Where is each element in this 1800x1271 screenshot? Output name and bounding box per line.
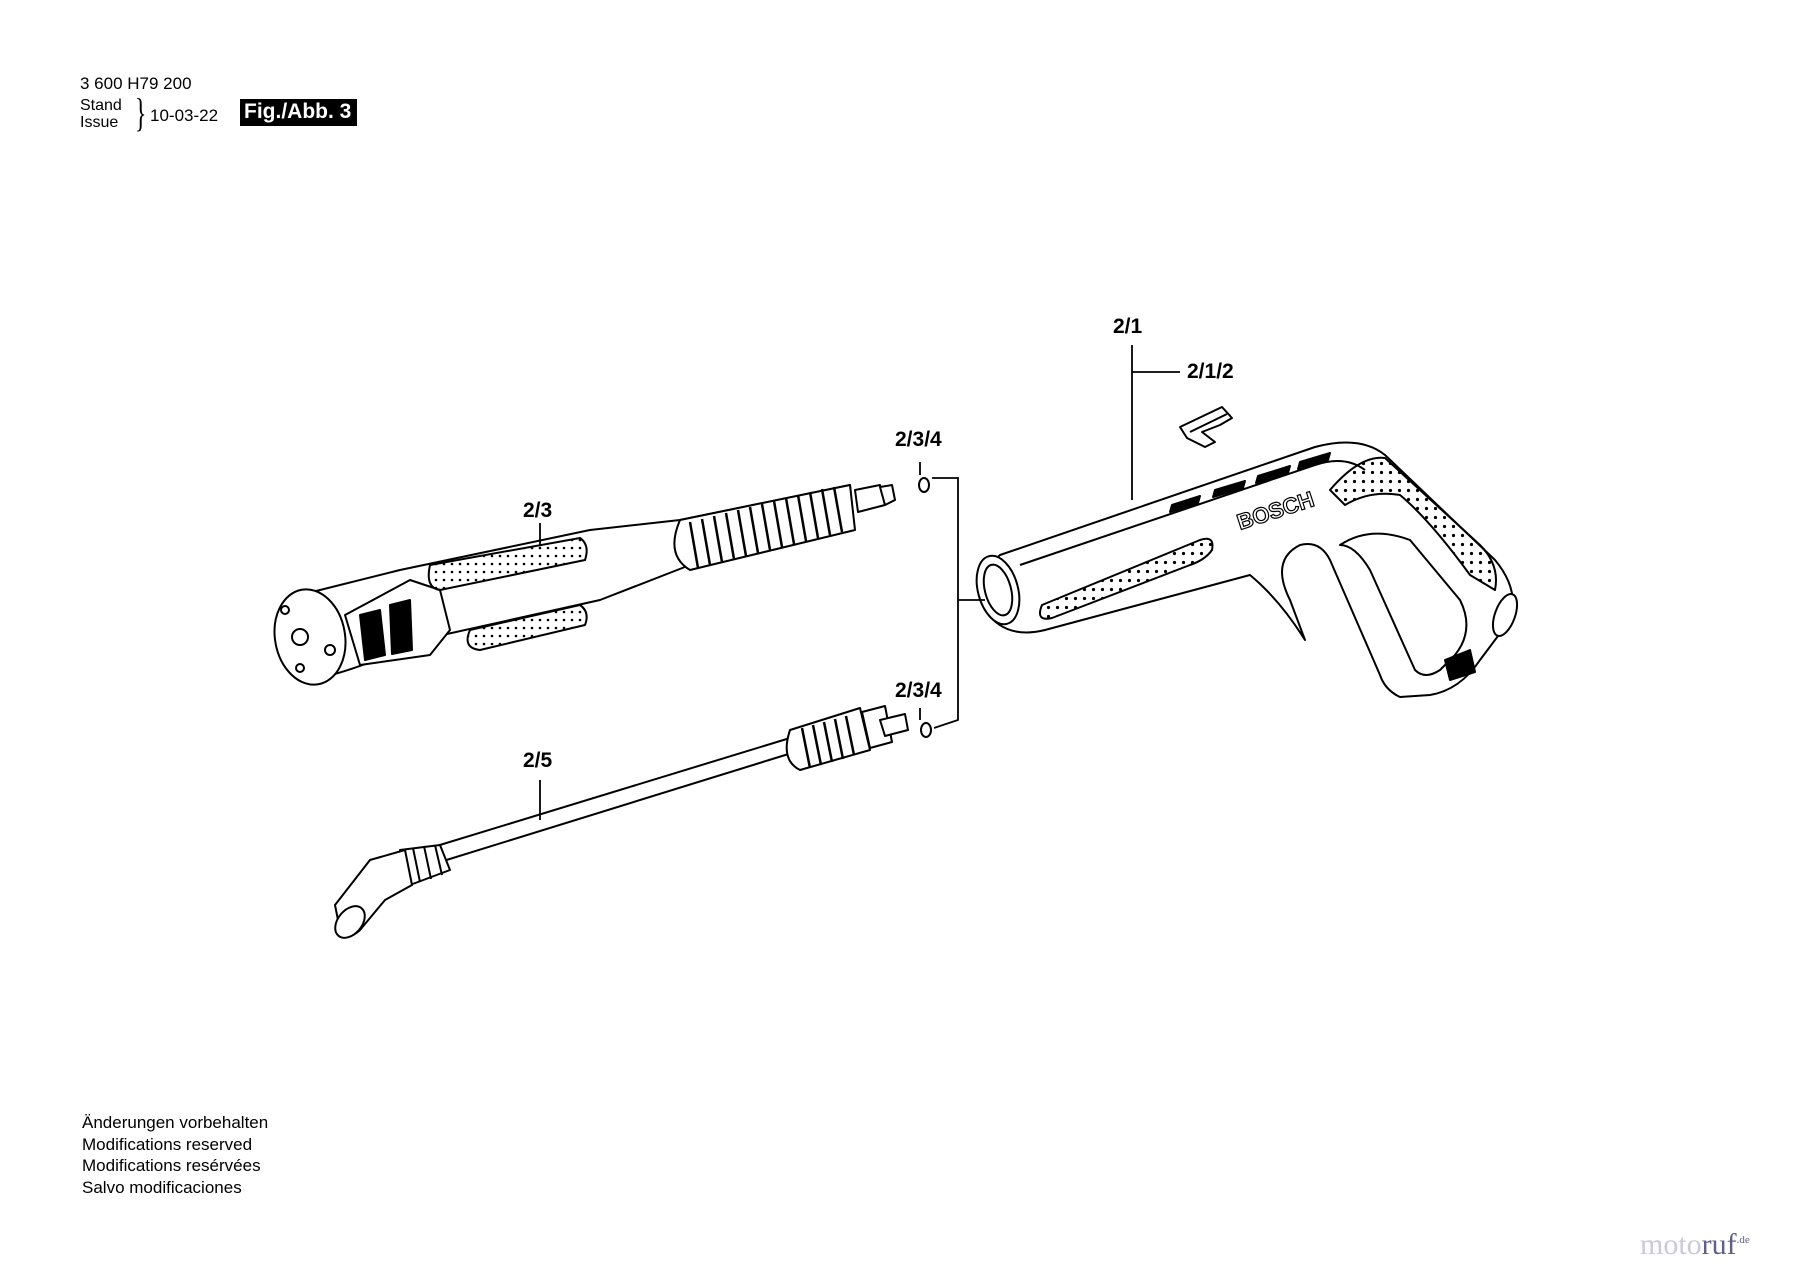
leader-lines bbox=[539, 345, 1180, 820]
figure-label: Fig./Abb. 3 bbox=[240, 99, 358, 126]
stand-label: Stand bbox=[80, 97, 122, 114]
issue-label: Issue bbox=[80, 114, 119, 131]
watermark-part-a: moto bbox=[1640, 1228, 1702, 1261]
note-de: Änderungen vorbehalten bbox=[82, 1113, 269, 1132]
watermark-suffix: .de bbox=[1736, 1234, 1750, 1246]
o-ring-top bbox=[918, 477, 930, 493]
o-ring-bottom bbox=[920, 722, 932, 738]
note-fr: Modifications resérvées bbox=[82, 1156, 261, 1175]
watermark-logo: motoruf.de bbox=[1640, 1228, 1750, 1262]
label-o-ring-top: 2/3/4 bbox=[895, 428, 942, 451]
part-number: 3 600 H79 200 bbox=[80, 74, 192, 93]
watermark-part-b: ruf bbox=[1701, 1228, 1737, 1261]
brace-glyph: } bbox=[134, 90, 147, 135]
label-nozzle: 2/3 bbox=[523, 499, 552, 522]
label-o-ring-bottom: 2/3/4 bbox=[895, 679, 942, 702]
label-trigger-gun: 2/1 bbox=[1113, 315, 1143, 338]
note-en: Modifications reserved bbox=[82, 1134, 253, 1154]
modification-notes: Änderungen vorbehalten Modifications res… bbox=[82, 1112, 268, 1198]
stand-issue-label: Stand Issue bbox=[80, 97, 122, 131]
issue-date: 10-03-22 bbox=[150, 106, 219, 125]
lance-part bbox=[334, 705, 909, 939]
label-lance: 2/5 bbox=[523, 749, 553, 772]
label-clip: 2/1/2 bbox=[1187, 360, 1234, 383]
trigger-gun-part bbox=[975, 441, 1519, 698]
clip-part bbox=[1179, 406, 1233, 448]
note-es: Salvo modificaciones bbox=[82, 1177, 242, 1197]
nozzle-part bbox=[273, 484, 896, 686]
